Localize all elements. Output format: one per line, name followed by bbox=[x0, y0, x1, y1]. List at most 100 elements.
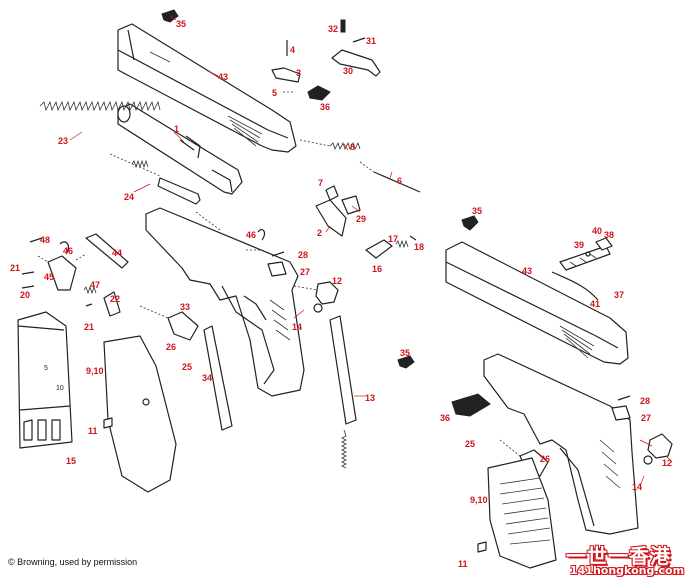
screw-part bbox=[477, 541, 487, 553]
safety-part bbox=[647, 433, 673, 459]
part-callout-21: 21 bbox=[10, 263, 20, 273]
part-callout-33: 33 bbox=[180, 302, 190, 312]
leader-lines bbox=[69, 15, 673, 487]
part-callout-23: 23 bbox=[58, 136, 68, 146]
part-callout-40: 40 bbox=[592, 226, 602, 236]
part-callout-15: 15 bbox=[66, 456, 76, 466]
spring-part bbox=[83, 285, 97, 295]
screw-part bbox=[595, 237, 613, 251]
safety-part bbox=[315, 281, 339, 305]
part-callout-34: 34 bbox=[202, 373, 212, 383]
part-callout-41: 41 bbox=[590, 299, 600, 309]
part-callout-9-10: 9,10 bbox=[470, 495, 488, 505]
part-callout-31: 31 bbox=[366, 36, 376, 46]
magazine-round-mark: 5 bbox=[44, 365, 48, 372]
part-callout-35: 35 bbox=[176, 19, 186, 29]
trigger-bar-part bbox=[203, 325, 233, 431]
screw-part bbox=[103, 417, 113, 429]
lever-part bbox=[85, 233, 129, 269]
part-callout-12: 12 bbox=[662, 458, 672, 468]
pin-part bbox=[409, 235, 417, 241]
part-callout-32: 32 bbox=[328, 24, 338, 34]
part-callout-6: 6 bbox=[397, 176, 402, 186]
part-callout-2: 2 bbox=[317, 228, 322, 238]
block-part bbox=[307, 85, 331, 101]
firing-pin-part bbox=[373, 171, 421, 193]
rear-sight-part bbox=[397, 355, 415, 369]
plunger-part bbox=[267, 261, 287, 277]
part-callout-18: 18 bbox=[414, 242, 424, 252]
spring-part bbox=[395, 239, 409, 249]
part-callout-20: 20 bbox=[20, 290, 30, 300]
part-callout-46: 46 bbox=[246, 230, 256, 240]
part-callout-30: 30 bbox=[343, 66, 353, 76]
pin-part bbox=[139, 305, 169, 319]
part-callout-11: 11 bbox=[458, 559, 468, 569]
part-callout-48: 48 bbox=[40, 235, 50, 245]
part-callout-8: 8 bbox=[350, 142, 355, 152]
plunger-part bbox=[365, 239, 393, 259]
part-callout-46: 46 bbox=[63, 246, 73, 256]
rear-sight-part bbox=[461, 215, 479, 231]
part-callout-22: 22 bbox=[110, 294, 120, 304]
part-callout-29: 29 bbox=[356, 214, 366, 224]
part-callout-43: 43 bbox=[218, 72, 228, 82]
slide-stop-part bbox=[331, 49, 381, 77]
part-callout-17: 17 bbox=[388, 234, 398, 244]
part-callout-47: 47 bbox=[90, 280, 100, 290]
frame-part bbox=[145, 207, 305, 397]
part-callout-9-10: 9,10 bbox=[86, 366, 104, 376]
spring-part bbox=[329, 141, 361, 151]
part-callout-37: 37 bbox=[614, 290, 624, 300]
part-callout-13: 13 bbox=[365, 393, 375, 403]
part-callout-28: 28 bbox=[298, 250, 308, 260]
trigger-part bbox=[167, 311, 199, 341]
part-callout-26: 26 bbox=[540, 454, 550, 464]
magazine-round-mark: 10 bbox=[56, 385, 64, 392]
part-callout-14: 14 bbox=[292, 322, 302, 332]
part-callout-27: 27 bbox=[641, 413, 651, 423]
grip-panel-part bbox=[103, 335, 177, 493]
part-callout-44: 44 bbox=[112, 248, 122, 258]
part-callout-16: 16 bbox=[372, 264, 382, 274]
part-callout-36: 36 bbox=[320, 102, 330, 112]
pin-part bbox=[21, 271, 35, 289]
part-callout-43: 43 bbox=[522, 266, 532, 276]
pin-part bbox=[617, 395, 631, 401]
spring-part bbox=[59, 241, 70, 255]
pin-part bbox=[352, 37, 366, 43]
part-callout-27: 27 bbox=[300, 267, 310, 277]
spring-part bbox=[341, 429, 347, 469]
recoil-spring-part bbox=[39, 100, 161, 112]
part-callout-25: 25 bbox=[182, 362, 192, 372]
part-callout-38: 38 bbox=[604, 230, 614, 240]
spring-part bbox=[340, 19, 346, 33]
plunger-part bbox=[611, 405, 631, 421]
part-callout-21: 21 bbox=[84, 322, 94, 332]
lever-part bbox=[271, 67, 301, 83]
part-callout-25: 25 bbox=[465, 439, 475, 449]
part-callout-24: 24 bbox=[124, 192, 134, 202]
slide-part bbox=[445, 241, 629, 365]
hammer-part bbox=[47, 255, 77, 291]
watermark-logo: 一世一香港 141hongkong.com bbox=[566, 540, 686, 580]
part-callout-36: 36 bbox=[440, 413, 450, 423]
part-callout-11: 11 bbox=[88, 426, 98, 436]
grip-panel-part bbox=[487, 457, 557, 569]
part-callout-5: 5 bbox=[272, 88, 277, 98]
part-callout-35: 35 bbox=[400, 348, 410, 358]
credit-line: © Browning, used by permission bbox=[8, 557, 138, 567]
part-callout-4: 4 bbox=[290, 45, 295, 55]
pin-part bbox=[29, 237, 43, 243]
magazine-part bbox=[17, 311, 73, 449]
block-part bbox=[341, 195, 361, 215]
watermark-line2: 141hongkong.com bbox=[570, 564, 685, 577]
part-callout-14: 14 bbox=[632, 482, 642, 492]
slide-part bbox=[117, 23, 297, 153]
part-callout-45: 45 bbox=[44, 272, 54, 282]
extractor-part bbox=[325, 185, 339, 201]
part-callout-1: 1 bbox=[174, 124, 179, 134]
